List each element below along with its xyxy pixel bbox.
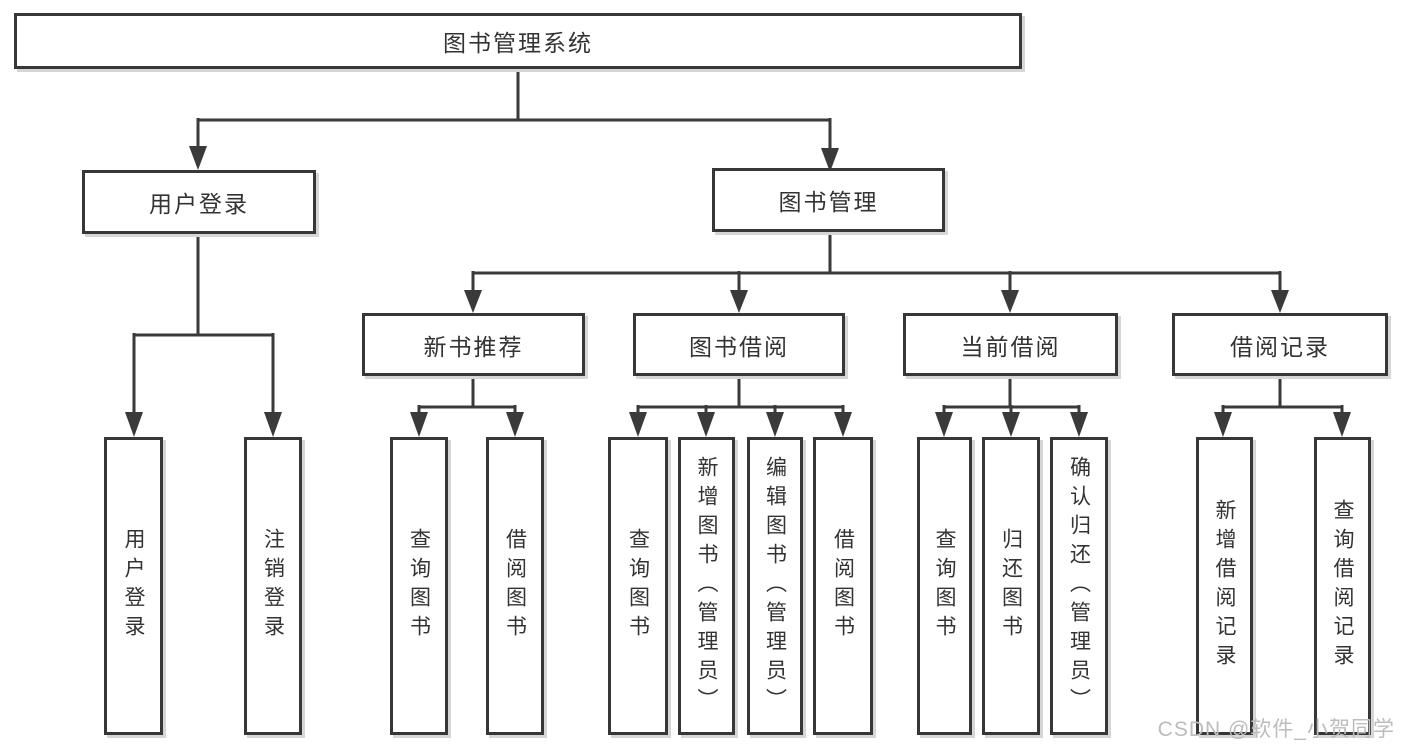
node-user-login-label: 用户登录 <box>149 191 249 217</box>
node-new-book-recommend: 新书推荐 <box>362 313 585 376</box>
leaf-borrow-book: 借阅图书 <box>813 437 873 735</box>
node-current-borrow: 当前借阅 <box>903 313 1118 376</box>
leaf-borrow-edit-admin: 编辑图书（管理员） <box>747 437 803 735</box>
node-book-management-label: 图书管理 <box>778 189 879 215</box>
leaf-borrow-query: 查询图书 <box>608 437 668 735</box>
node-book-management: 图书管理 <box>712 168 945 232</box>
node-current-borrow-label: 当前借阅 <box>960 333 1061 360</box>
leaf-borrow-edit-admin-label: 编辑图书（管理员） <box>763 455 787 717</box>
leaf-borrow-add-admin-label: 新增图书（管理员） <box>695 455 718 717</box>
leaf-current-query-label: 查询图书 <box>933 528 956 644</box>
leaf-current-confirm-admin-label: 确认归还（管理员） <box>1067 455 1091 717</box>
leaf-newbook-borrow: 借阅图书 <box>486 437 544 735</box>
leaf-borrow-add-admin: 新增图书（管理员） <box>678 437 735 735</box>
leaf-current-confirm-admin: 确认归还（管理员） <box>1050 437 1108 735</box>
leaf-logout-label: 注销登录 <box>261 528 285 644</box>
leaf-borrow-book-label: 借阅图书 <box>831 528 855 644</box>
leaf-newbook-borrow-label: 借阅图书 <box>503 528 527 644</box>
leaf-newbook-query-label: 查询图书 <box>407 528 431 644</box>
node-new-book-recommend-label: 新书推荐 <box>423 333 524 360</box>
leaf-record-add-label: 新增借阅记录 <box>1213 499 1236 673</box>
leaf-newbook-query: 查询图书 <box>390 437 448 735</box>
node-root: 图书管理系统 <box>14 13 1022 69</box>
node-book-borrow: 图书借阅 <box>633 313 845 376</box>
node-user-login: 用户登录 <box>82 170 316 234</box>
leaf-logout: 注销登录 <box>244 437 302 735</box>
leaf-current-query: 查询图书 <box>917 437 972 735</box>
leaf-borrow-query-label: 查询图书 <box>626 528 650 644</box>
leaf-current-return-label: 归还图书 <box>999 528 1023 644</box>
leaf-user-login-label: 用户登录 <box>122 528 145 644</box>
node-borrow-records: 借阅记录 <box>1172 313 1388 376</box>
leaf-record-add: 新增借阅记录 <box>1196 437 1253 735</box>
leaf-record-query: 查询借阅记录 <box>1314 437 1371 735</box>
watermark: CSDN @软件_小贺同学 <box>1157 718 1395 741</box>
leaf-record-query-label: 查询借阅记录 <box>1331 499 1354 673</box>
leaf-user-login: 用户登录 <box>104 437 163 735</box>
node-root-label: 图书管理系统 <box>443 30 593 56</box>
leaf-current-return: 归还图书 <box>982 437 1040 735</box>
node-book-borrow-label: 图书借阅 <box>689 333 789 360</box>
node-borrow-records-label: 借阅记录 <box>1230 333 1330 360</box>
